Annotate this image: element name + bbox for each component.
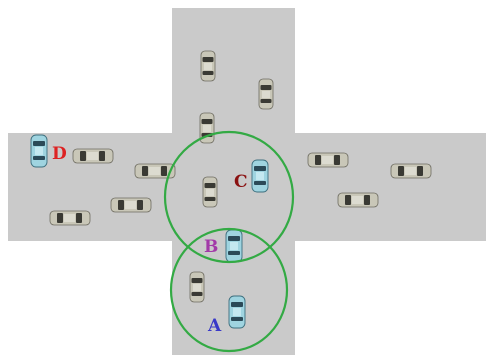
car-icon [189, 271, 205, 303]
car-icon [390, 163, 432, 179]
car-icon [258, 78, 274, 110]
car-icon [72, 148, 114, 164]
blue-car-icon [30, 134, 48, 168]
blue-car-icon [225, 229, 243, 263]
car-icon [49, 210, 91, 226]
blue-car-icon [251, 159, 269, 193]
range-circle-a [169, 227, 289, 353]
vehicle-label-b: B [204, 237, 218, 257]
vehicle-label-d: D [52, 144, 67, 164]
car-icon [307, 152, 349, 168]
car-icon [202, 176, 218, 208]
range-circle-c [163, 130, 295, 264]
vehicle-label-c: C [234, 172, 248, 192]
car-icon [110, 197, 152, 213]
car-icon [200, 50, 216, 82]
car-icon [337, 192, 379, 208]
vehicle-label-a: A [207, 316, 222, 336]
blue-car-icon [228, 295, 246, 329]
